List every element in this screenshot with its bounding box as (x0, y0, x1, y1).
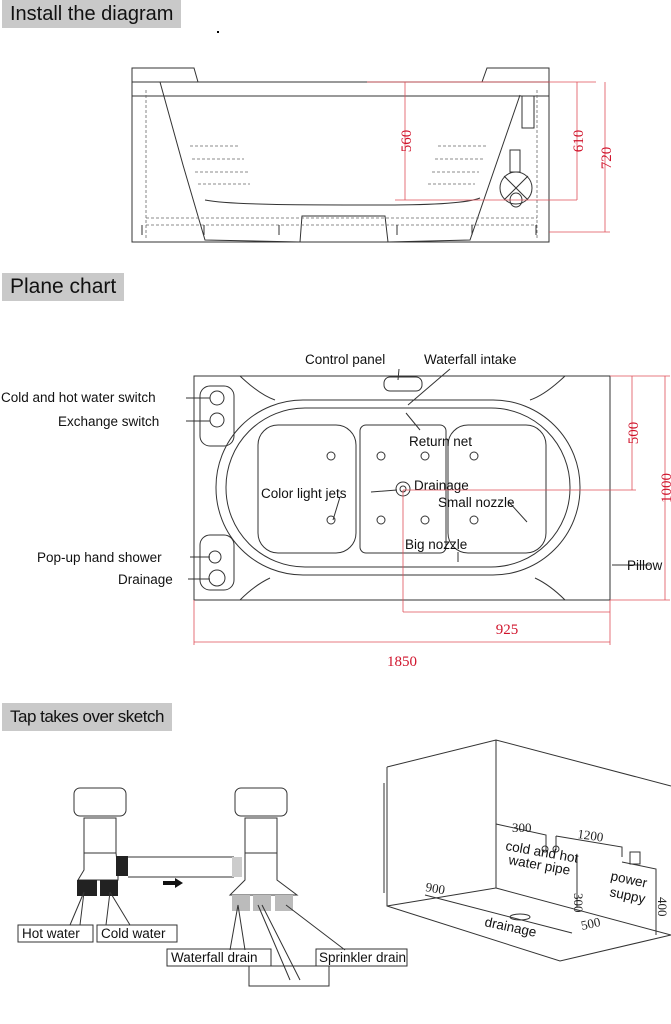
dim-900: 900 (424, 879, 446, 897)
dim-400: 400 (655, 897, 670, 917)
leg-icons (141, 225, 537, 235)
jet-icons (208, 390, 479, 587)
dim-300-pipe: 300 (512, 820, 532, 835)
label-power-2: suppy (608, 884, 647, 906)
dim-1000: 1000 (659, 473, 671, 503)
blank-label-box (248, 965, 330, 987)
label-color-light-jets: Color light jets (261, 486, 347, 501)
label-small-nozzle: Small nozzle (438, 495, 515, 510)
side-dimensions: 560 610 720 (367, 81, 615, 233)
label-return-net: Return net (409, 434, 472, 449)
label-waterfall-intake: Waterfall intake (424, 352, 517, 367)
dim-1850: 1850 (387, 654, 417, 670)
diverter-tap-icon (228, 787, 299, 911)
room-sketch: 300 1200 300 400 900 500 cold and hot wa… (383, 739, 671, 962)
dim-720: 720 (599, 147, 615, 170)
label-hand-shower: Pop-up hand shower (37, 550, 162, 565)
section-title-tap: Tap takes over sketch (2, 703, 172, 731)
pump-icon (499, 149, 533, 208)
dim-500-drain: 500 (580, 914, 602, 933)
label-waterfall-drain: Waterfall drain (171, 950, 258, 965)
section-title-plane: Plane chart (2, 273, 125, 301)
label-cold-water: Cold water (101, 926, 166, 941)
label-hot-water: Hot water (22, 926, 80, 941)
label-control-panel: Control panel (305, 352, 385, 367)
label-exchange-switch: Exchange switch (58, 414, 159, 429)
power-outlet-icon (629, 851, 641, 865)
label-sprinkler-drain: Sprinkler drain (319, 950, 406, 965)
drain-icon (509, 913, 531, 921)
plane-chart: Control panel Waterfall intake Cold and … (1, 352, 671, 670)
dim-300-height: 300 (571, 893, 586, 913)
label-cold-hot-switch: Cold and hot water switch (1, 390, 156, 405)
plane-dimensions: 500 1000 925 1850 (193, 375, 671, 670)
label-big-nozzle: Big nozzle (405, 537, 467, 552)
dim-925: 925 (496, 622, 519, 638)
label-drainage-left: Drainage (118, 572, 173, 587)
tap-sketch: Hot water Cold water Waterfall drain Spr… (17, 787, 408, 987)
side-view: 560 610 720 (131, 31, 615, 243)
label-pillow: Pillow (627, 558, 663, 573)
section-title-install: Install the diagram (2, 0, 182, 28)
dim-560: 560 (399, 130, 415, 153)
label-drainage-center: Drainage (414, 478, 469, 493)
dim-610: 610 (571, 130, 587, 153)
dim-500: 500 (626, 422, 642, 445)
hot-cold-tap-icon (73, 787, 128, 896)
dim-1200: 1200 (577, 826, 605, 844)
